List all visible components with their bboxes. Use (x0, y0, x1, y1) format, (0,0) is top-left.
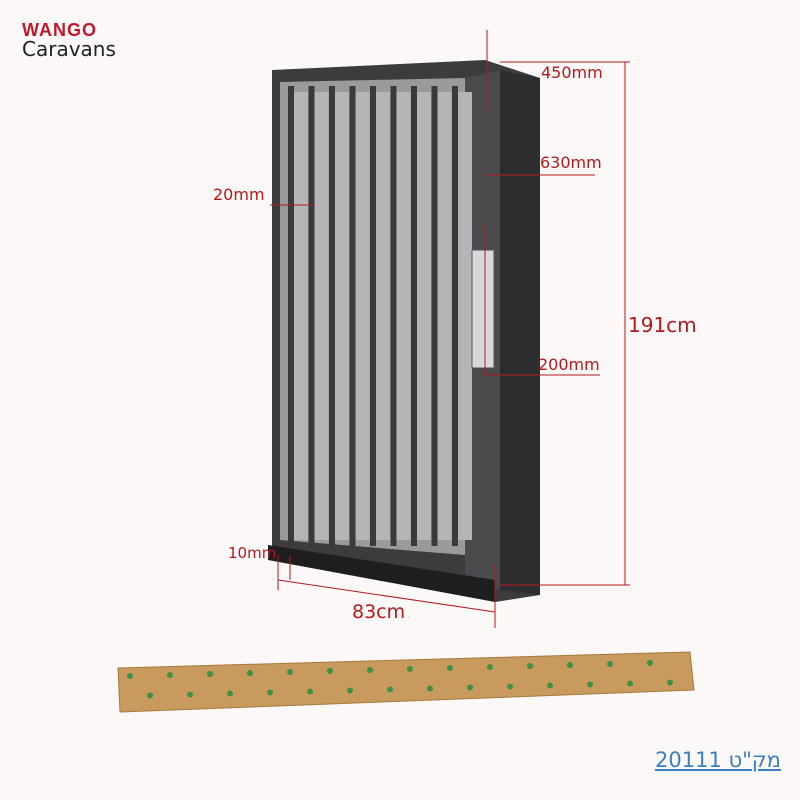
box-print-mark (427, 685, 433, 692)
box-print-mark (467, 684, 473, 691)
door-handle (471, 249, 495, 369)
box-print-mark (587, 681, 593, 688)
box-print-mark (567, 662, 573, 668)
box-print-mark (667, 679, 673, 686)
door-slat (370, 86, 376, 546)
box-print-mark (407, 666, 413, 672)
box-print-mark (367, 667, 373, 673)
door-slat (308, 86, 315, 546)
box-print-mark (227, 690, 233, 697)
door-slat (288, 86, 294, 546)
mesh-panel (376, 92, 390, 540)
door-slat (390, 86, 397, 546)
mesh-panel (396, 92, 411, 540)
box-print-mark (327, 668, 333, 674)
box-print-mark (147, 692, 153, 699)
box-print-mark (527, 663, 533, 669)
box-print-mark (447, 665, 453, 671)
dimension-lines (270, 30, 630, 628)
door-slat (411, 86, 417, 546)
box-print-mark (207, 671, 213, 677)
box-print-mark (507, 683, 513, 690)
mesh-panel (417, 92, 431, 540)
box-print-mark (307, 688, 313, 695)
dim-bottom-rail: 10mm (228, 544, 276, 562)
logo: WANGO Caravans (22, 20, 116, 61)
dim-slat-width: 20mm (213, 185, 265, 204)
box-print-mark (167, 672, 173, 678)
dim-side-depth: 630mm (540, 153, 602, 172)
mesh-panel (335, 92, 349, 540)
box-print-mark (347, 687, 353, 694)
door-slat (349, 86, 356, 546)
mesh-panel (437, 92, 452, 540)
logo-subtext: Caravans (22, 37, 116, 61)
sku-link[interactable]: מק"ט 20111 (655, 748, 781, 772)
mesh-panel (294, 92, 308, 540)
box-print-mark (547, 682, 553, 689)
dim-height: 191cm (628, 313, 697, 337)
box-print-mark (387, 686, 393, 693)
box-print-mark (127, 673, 133, 679)
box-print-mark (647, 660, 653, 666)
mesh-panel (355, 92, 370, 540)
box-print-mark (187, 691, 193, 698)
mesh-panel (458, 92, 472, 540)
box-print-mark (487, 664, 493, 670)
box-print-mark (287, 669, 293, 675)
logo-text: WANGO (22, 20, 97, 40)
door-slat (431, 86, 438, 546)
dim-top-depth: 450mm (541, 63, 603, 82)
mesh-panel (314, 92, 329, 540)
door-slat (452, 86, 458, 546)
door-slat (329, 86, 335, 546)
box-print-mark (267, 689, 273, 696)
box-print-mark (247, 670, 253, 676)
box-print-mark (627, 680, 633, 687)
folding-door (268, 60, 540, 602)
packaging-box (117, 651, 695, 713)
dim-handle-height: 200mm (538, 355, 600, 374)
box-print-mark (607, 661, 613, 667)
dim-width: 83cm (352, 601, 405, 623)
